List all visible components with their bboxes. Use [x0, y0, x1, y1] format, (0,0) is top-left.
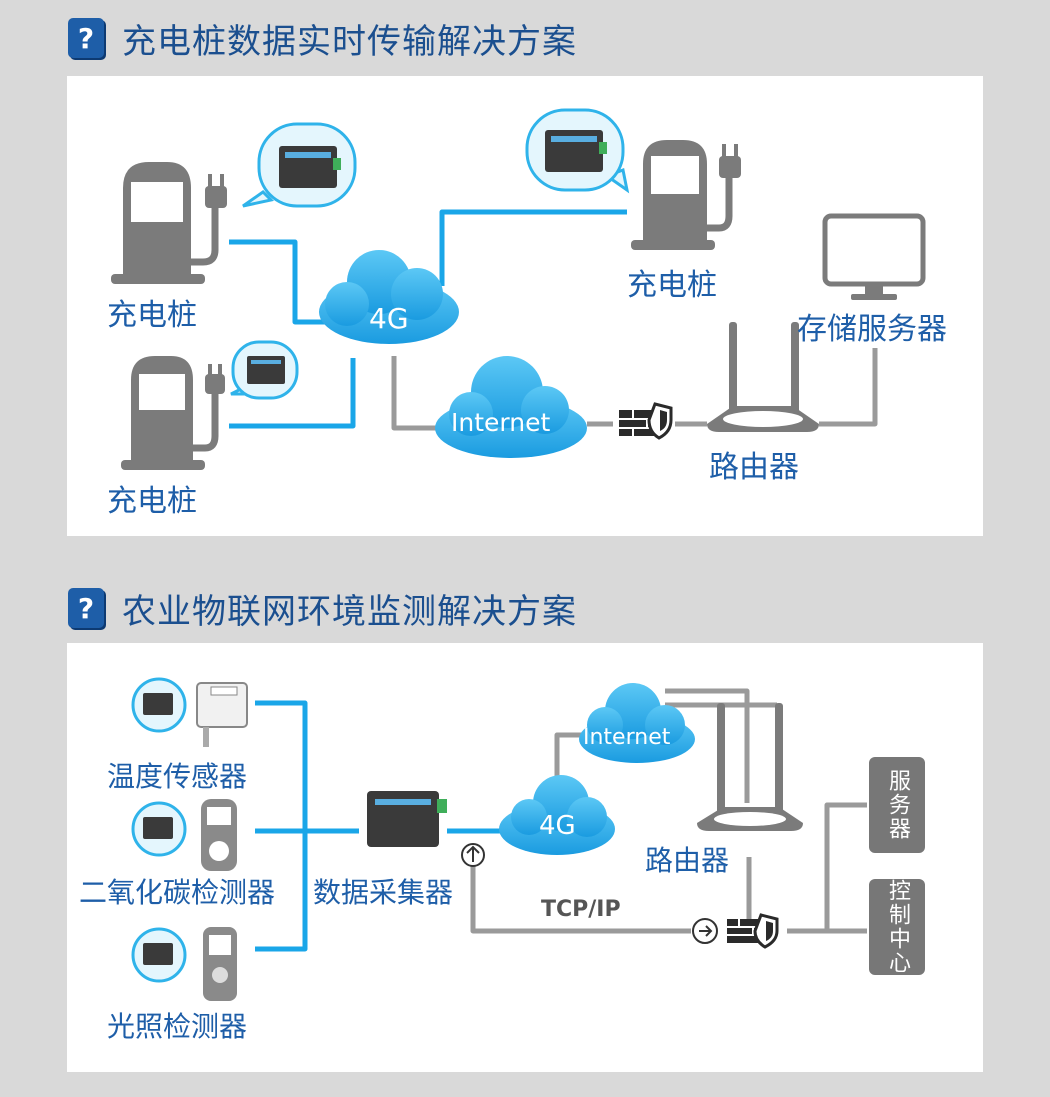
section1-panel: 充电桩 充电桩 充电桩 存储服务器 路由器 4G Internet — [67, 76, 983, 536]
router-icon — [697, 703, 803, 831]
forward-arrow-icon — [692, 918, 718, 944]
internet-cloud-icon — [435, 356, 587, 458]
charging-pile-icon — [111, 162, 227, 284]
rtu-device-icon — [131, 927, 187, 983]
firewall-icon — [727, 913, 779, 949]
question-badge-icon: ? — [68, 588, 104, 628]
agri-diagram — [131, 677, 867, 1001]
label-charging-pile: 充电桩 — [627, 268, 717, 303]
charging-pile-icon — [121, 356, 225, 470]
monitor-icon — [822, 213, 926, 300]
server-box: 服务器 — [869, 757, 925, 853]
label-router: 路由器 — [645, 844, 730, 877]
cloud-internet-label: Internet — [583, 725, 671, 750]
rtu-device-icon — [242, 122, 357, 208]
label-charging-pile: 充电桩 — [107, 298, 197, 333]
bus-line — [255, 700, 308, 952]
cloud-4g-label: 4G — [539, 811, 576, 841]
link-pile2-4g — [229, 358, 356, 429]
section1-title: 充电桩数据实时传输解决方案 — [122, 21, 577, 62]
rtu-device-icon — [131, 677, 187, 733]
section1-heading: ? 充电桩数据实时传输解决方案 — [68, 13, 577, 63]
upload-arrow-icon — [461, 843, 485, 867]
4g-cloud-icon — [499, 775, 615, 855]
firewall-icon — [619, 402, 673, 440]
link-router-server — [819, 348, 878, 427]
link-4g-internet — [391, 356, 439, 431]
section2-heading: ? 农业物联网环境监测解决方案 — [68, 583, 577, 633]
label-co2-detector: 二氧化碳检测器 — [79, 876, 276, 909]
temperature-sensor-icon — [196, 682, 248, 747]
question-badge-icon: ? — [68, 18, 104, 58]
rtu-device-icon — [525, 108, 630, 194]
rtu-device-icon — [131, 801, 187, 857]
co2-detector-icon — [201, 799, 237, 871]
cloud-4g-label: 4G — [369, 302, 409, 335]
data-collector-icon — [367, 791, 447, 847]
link-4g-pile3 — [439, 209, 627, 286]
label-router: 路由器 — [709, 450, 799, 485]
rtu-device-icon — [230, 340, 299, 400]
control-center-box: 控制中心 — [869, 879, 925, 975]
internet-cloud-icon — [579, 683, 695, 763]
label-charging-pile: 充电桩 — [107, 484, 197, 519]
label-light-detector: 光照检测器 — [107, 1010, 248, 1043]
label-tcpip: TCP/IP — [541, 897, 621, 922]
router-icon — [707, 322, 819, 432]
link-pile1-4g — [229, 239, 329, 325]
light-detector-icon — [203, 927, 237, 1001]
cloud-internet-label: Internet — [451, 408, 551, 437]
label-storage-server: 存储服务器 — [797, 312, 947, 347]
charging-diagram — [111, 108, 926, 470]
section2-panel: 温度传感器 二氧化碳检测器 光照检测器 数据采集器 路由器 TCP/IP 4G … — [67, 643, 983, 1072]
4g-cloud-icon — [319, 250, 459, 344]
label-temp-sensor: 温度传感器 — [107, 760, 248, 793]
label-data-collector: 数据采集器 — [313, 876, 454, 909]
charging-pile-icon — [631, 140, 741, 250]
section2-title: 农业物联网环境监测解决方案 — [122, 591, 577, 632]
